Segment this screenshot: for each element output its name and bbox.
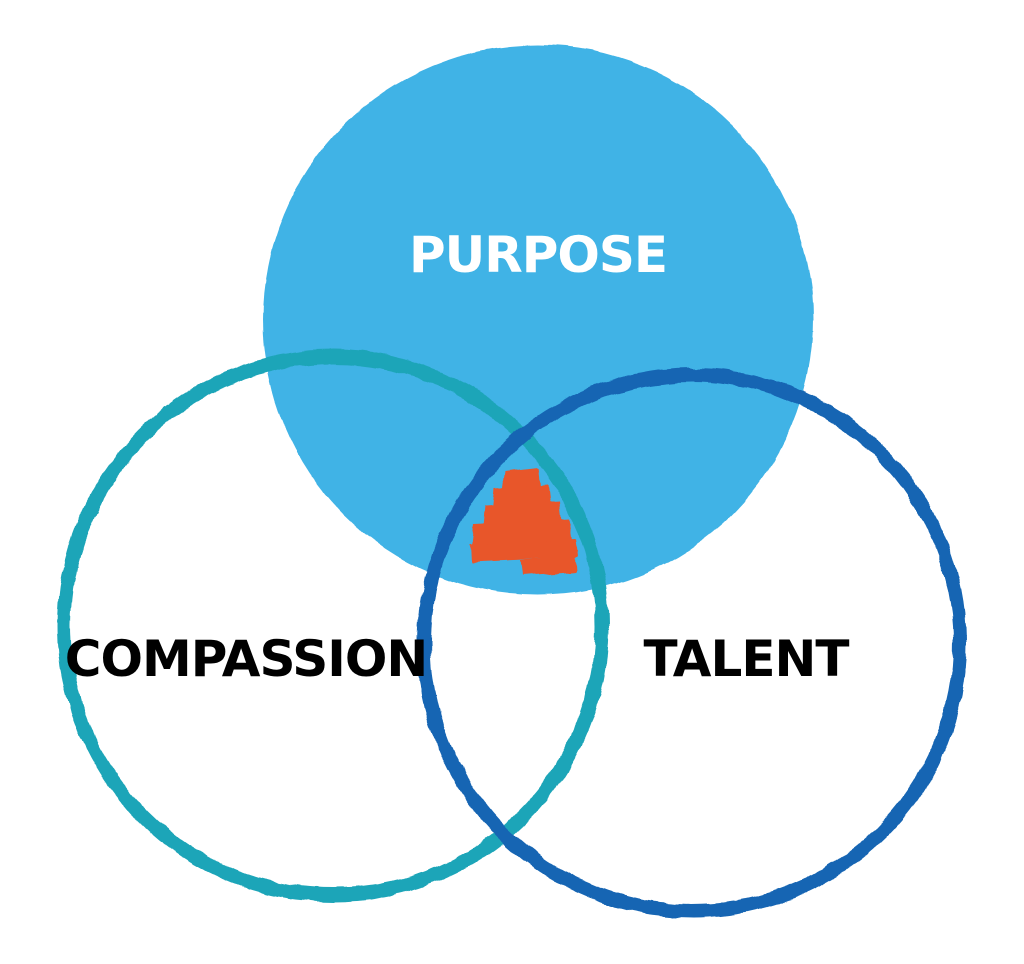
compassion-label: COMPASSION	[65, 630, 427, 688]
purpose-circle	[263, 45, 813, 595]
compassion-ring	[57, 350, 609, 902]
talent-label: TALENT	[644, 630, 850, 688]
purpose-label: PURPOSE	[409, 226, 667, 284]
talent-ring	[417, 368, 967, 918]
center-mark	[470, 468, 578, 576]
